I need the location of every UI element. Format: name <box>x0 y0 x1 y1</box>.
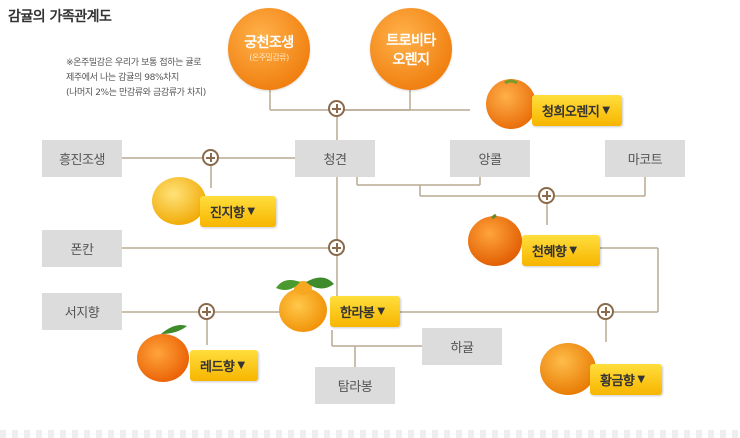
variety-ponkan: 폰칸 <box>42 230 122 267</box>
cross-icon <box>202 149 219 166</box>
parent-trovita: 트로비타 오렌지 <box>370 8 452 90</box>
product-cheonghee: 청희오렌지▼ <box>532 95 622 126</box>
variety-heungjin: 흥진조생 <box>42 140 122 177</box>
product-cheonghee-label: 청희오렌지 <box>542 105 600 120</box>
product-cheonhye: 천혜향▼ <box>522 235 600 266</box>
product-red-label: 레드향 <box>200 360 235 375</box>
product-jinji: 진지향▼ <box>200 196 276 227</box>
parent-gungcheon-sub: (온주밀감류) <box>249 53 289 62</box>
orange-fruit-icon <box>486 79 536 129</box>
note-line-1: ※온주밀감은 우리가 보통 접하는 귤로 <box>66 58 202 68</box>
product-cheonhye-label: 천혜향 <box>532 245 567 260</box>
dropdown-triangle-icon: ▼ <box>377 306 385 317</box>
cross-icon <box>328 239 345 256</box>
cross-icon <box>198 303 215 320</box>
variety-cheonggyeon: 청견 <box>295 140 375 177</box>
dropdown-triangle-icon: ▼ <box>569 245 577 256</box>
cheonhye-fruit-icon <box>468 213 522 266</box>
variety-tarabong: 탐라봉 <box>315 367 395 404</box>
cross-icon <box>328 100 345 117</box>
variety-hagyul: 하귤 <box>422 328 502 365</box>
variety-angkol: 앙콜 <box>450 140 530 177</box>
bottom-border <box>0 430 740 438</box>
parent-trovita-line2: 오렌지 <box>392 52 430 68</box>
variety-makot: 마코트 <box>605 140 685 177</box>
cross-icon <box>597 303 614 320</box>
diagram-title: 감귤의 가족관계도 <box>8 9 112 25</box>
parent-gungcheon: 궁천조생 (온주밀감류) <box>228 8 310 90</box>
hallabong-fruit-icon <box>276 277 334 332</box>
product-hwanggeum: 황금향▼ <box>590 364 662 395</box>
variety-seojihyang: 서지향 <box>42 293 122 330</box>
dropdown-triangle-icon: ▼ <box>247 206 255 217</box>
parent-trovita-line1: 트로비타 <box>386 33 436 49</box>
dropdown-triangle-icon: ▼ <box>637 374 645 385</box>
cross-icon <box>538 187 555 204</box>
product-hwanggeum-label: 황금향 <box>600 374 635 389</box>
product-red: 레드향▼ <box>190 350 258 381</box>
dropdown-triangle-icon: ▼ <box>602 105 610 116</box>
note-line-2: 제주에서 나는 감귤의 98%차지 <box>66 73 179 83</box>
hwanggeum-fruit-icon <box>540 343 596 395</box>
note-line-3: (나머지 2%는 만감류와 금감류가 차지) <box>66 88 206 98</box>
parent-gungcheon-name: 궁천조생 <box>244 35 294 51</box>
product-hallabong: 한라봉▼ <box>330 296 400 327</box>
jinji-fruit-icon <box>152 177 206 225</box>
dropdown-triangle-icon: ▼ <box>237 360 245 371</box>
product-jinji-label: 진지향 <box>210 206 245 221</box>
red-fruit-icon <box>137 325 189 382</box>
product-hallabong-label: 한라봉 <box>340 306 375 321</box>
